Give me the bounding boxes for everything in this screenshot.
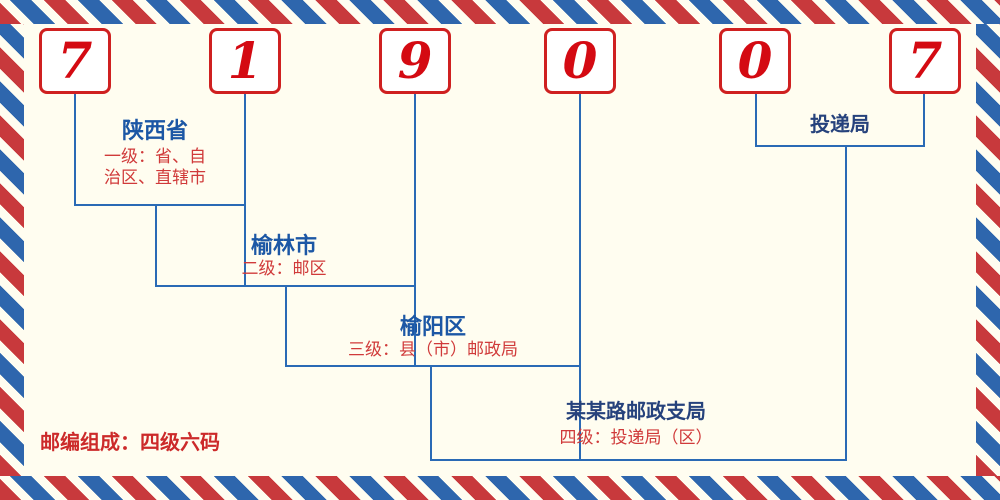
digit-box-6: 7 <box>889 28 961 94</box>
level1-underline <box>74 204 246 206</box>
connector-digit6-descender <box>923 94 925 147</box>
envelope-border-top <box>0 0 1000 24</box>
level4-desc-line1: 四级：投递局（区） <box>559 428 713 447</box>
digit-5: 0 <box>737 31 773 90</box>
connector-digit5-descender <box>755 94 757 147</box>
connector-digit3-descender <box>414 94 416 367</box>
connector-digit2-descender <box>244 94 246 287</box>
envelope-border-bottom <box>0 476 1000 500</box>
level4-underline <box>430 459 847 461</box>
level1-desc-line2: 治区、直辖市 <box>104 168 206 187</box>
level1-desc-line1: 一级：省、自 <box>104 147 206 166</box>
level3-desc: 三级：县（市）邮政局 <box>348 339 518 360</box>
connector-digit4-descender <box>579 94 581 461</box>
level2-desc-line1: 二级：邮区 <box>241 259 327 278</box>
envelope-border-right <box>976 24 1000 476</box>
level1-region-label: 陕西省 <box>121 118 189 143</box>
level3-region-label: 榆阳区 <box>399 314 467 339</box>
digit-3: 9 <box>397 31 433 90</box>
delivery-underline <box>755 145 925 147</box>
digit-box-2: 1 <box>209 28 281 94</box>
digit-box-1: 7 <box>39 28 111 94</box>
step-riser-delivery <box>845 145 847 461</box>
step-riser-level3 <box>285 285 287 367</box>
level4-desc: 四级：投递局（区） <box>560 427 713 448</box>
digit-2: 1 <box>227 31 263 90</box>
envelope-border-left <box>0 24 24 476</box>
connector-digit1-descender <box>74 94 76 206</box>
digit-box-4: 0 <box>544 28 616 94</box>
level4-office-label: 某某路邮政支局 <box>566 401 706 423</box>
level3-desc-line1: 三级：县（市）邮政局 <box>348 340 518 359</box>
delivery-office-label: 投递局 <box>810 114 870 136</box>
digit-6: 7 <box>907 31 943 90</box>
level3-underline <box>285 365 581 367</box>
digit-1: 7 <box>57 31 93 90</box>
level1-desc: 一级：省、自 治区、直辖市 <box>104 146 206 188</box>
composition-note: 邮编组成：四级六码 <box>40 432 220 454</box>
step-riser-level4 <box>430 365 432 461</box>
level2-region-label: 榆林市 <box>250 233 318 258</box>
level2-desc: 二级：邮区 <box>242 258 327 279</box>
step-riser-level2 <box>155 205 157 287</box>
digit-box-5: 0 <box>719 28 791 94</box>
digit-4: 0 <box>562 31 598 90</box>
digit-box-3: 9 <box>379 28 451 94</box>
